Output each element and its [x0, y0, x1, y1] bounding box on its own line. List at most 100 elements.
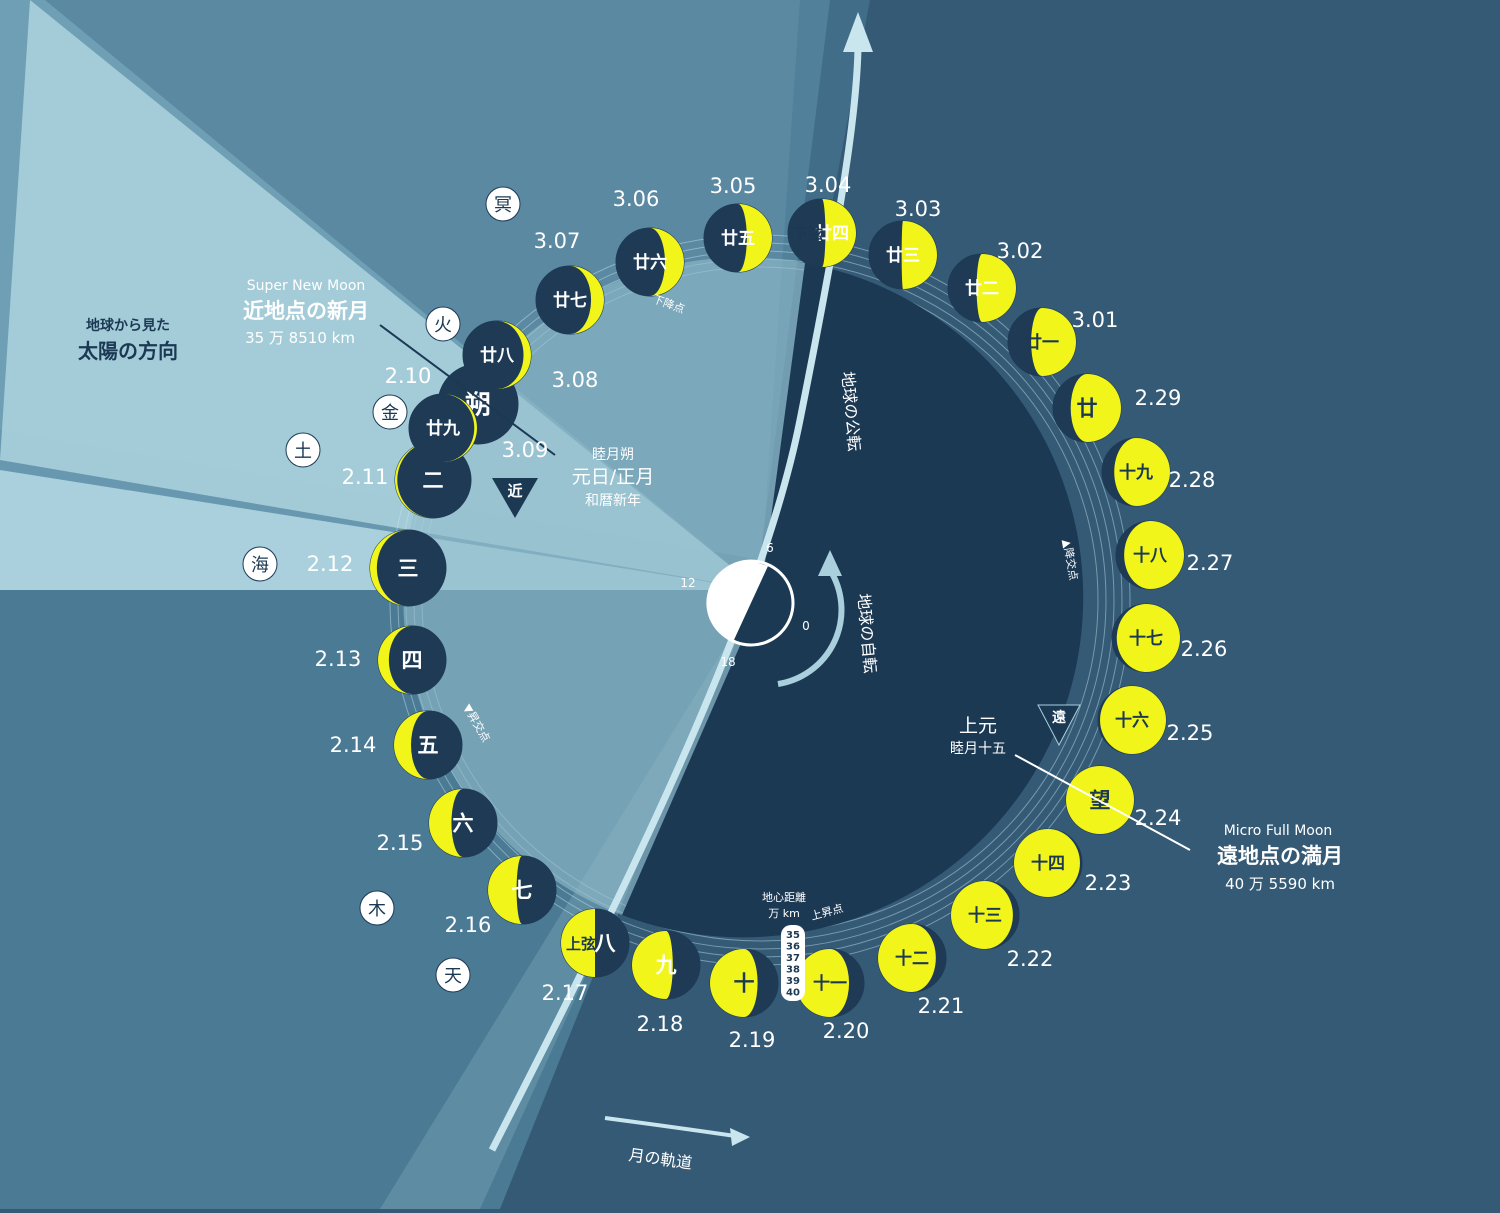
moon-lit — [370, 530, 408, 606]
moon-day-label: 六 — [453, 812, 474, 836]
clock-18: 18 — [720, 655, 735, 669]
moon-date-label: 3.09 — [502, 438, 549, 462]
moon-3.06: 廿六 — [615, 227, 685, 297]
micro-full-moon-en: Micro Full Moon — [1224, 823, 1333, 839]
moon-date-label: 2.18 — [637, 1012, 684, 1036]
planet-木: 木 — [359, 890, 395, 926]
geo-distance-scale — [781, 925, 805, 1001]
moon-date-label: 3.03 — [895, 197, 942, 221]
geo-distance-value: 40 — [786, 988, 800, 999]
planet-badge — [372, 394, 408, 430]
moon-3.03: 廿三 — [868, 220, 938, 290]
moon-lit — [632, 931, 673, 999]
sun-direction-line2: 太陽の方向 — [78, 339, 178, 363]
new-year-line1: 睦月朔 — [592, 447, 634, 463]
new-year-line2: 元日/正月 — [572, 466, 654, 488]
moon-date-label: 2.17 — [542, 981, 589, 1005]
geo-distance-line2: 万 km — [768, 907, 800, 920]
moon-3.02: 廿二 — [947, 253, 1017, 323]
moon-2.25: 十六 — [1097, 685, 1167, 755]
moon-2.26: 十七 — [1111, 603, 1181, 673]
moon-date-label: 2.21 — [918, 994, 965, 1018]
moon-2.16: 七 — [487, 855, 557, 925]
moon-date-label: 2.23 — [1085, 871, 1132, 895]
moon-2.12: 三 — [369, 529, 447, 607]
earth-day-side — [706, 560, 768, 642]
labels: 地球から見た 太陽の方向 Super New Moon 近地点の新月 35 万 … — [78, 278, 1343, 1173]
apogee-marker-label: 遠 — [1052, 709, 1066, 726]
moon-quarter-label: 下弦 — [793, 225, 823, 243]
moon-day-label: 二 — [423, 469, 444, 493]
moon-day-label: 廿 — [1077, 397, 1098, 421]
planet-土: 土 — [285, 432, 321, 468]
moon-day-label: 十七 — [1129, 628, 1163, 649]
moon-lit — [738, 204, 772, 272]
moon-date-label: 3.02 — [997, 239, 1044, 263]
moon-day-label: 廿九 — [426, 418, 460, 439]
moon-day-label: 廿一 — [1025, 332, 1059, 353]
moon-day-label: 十六 — [1115, 710, 1149, 731]
moon-phases: 朔二三四五六七八上弦九十十一十二十三十四望十六十七十八十九廿廿一廿二廿三廿四下弦… — [369, 198, 1185, 1018]
moon-2.15: 六 — [428, 788, 498, 858]
moon-2.17: 八上弦 — [560, 908, 630, 978]
planet-海: 海 — [242, 546, 278, 582]
moon-day-label: 十一 — [813, 973, 847, 994]
moon-date-label: 3.08 — [552, 368, 599, 392]
moon-date-label: 2.19 — [729, 1028, 776, 1052]
geo-distance-value: 39 — [786, 976, 800, 987]
planet-label: 冥 — [494, 195, 512, 216]
clock-0: 0 — [802, 619, 810, 633]
moon-lit — [878, 924, 936, 992]
moon-3.09: 廿九 — [408, 393, 478, 463]
micro-full-moon-title: 遠地点の満月 — [1217, 844, 1343, 868]
moon-day-label: 廿六 — [633, 252, 667, 273]
moon-quarter-label: 上弦 — [566, 935, 596, 953]
geo-distance-value: 36 — [786, 942, 800, 953]
geo-distance-value: 35 — [786, 930, 800, 941]
planet-天: 天 — [435, 957, 471, 993]
moon-day-label: 十三 — [968, 905, 1002, 926]
planet-badge — [359, 890, 395, 926]
moon-day-label: 十 — [734, 972, 755, 996]
moon-day-label: 廿二 — [965, 278, 999, 299]
moon-day-label: 五 — [418, 734, 439, 758]
planet-label: 土 — [294, 441, 312, 462]
moon-lit — [497, 321, 531, 389]
moon-lit — [796, 949, 850, 1017]
geo-distance-value: 37 — [786, 953, 800, 964]
moon-orbit-arrow — [604, 1116, 736, 1138]
micro-full-moon-distance: 40 万 5590 km — [1225, 875, 1335, 893]
moon-date-label: 2.16 — [445, 913, 492, 937]
moon-lit — [901, 221, 937, 289]
planet-label: 火 — [434, 315, 452, 336]
moon-lit — [822, 199, 856, 267]
moon-date-label: 3.06 — [613, 187, 660, 211]
moon-orbit-arrowhead — [730, 1128, 750, 1146]
sun-direction-line1: 地球から見た — [86, 317, 170, 334]
moon-lit — [951, 881, 1013, 949]
moon-date-label: 3.07 — [534, 229, 581, 253]
moon-2.21: 十二 — [877, 923, 947, 993]
moon-day-label: 七 — [512, 879, 533, 903]
moon-date-label: 2.14 — [330, 733, 377, 757]
micro-full-moon-leader — [1014, 754, 1191, 851]
moon-3.08: 廿八 — [462, 320, 532, 390]
moon-2.28: 十九 — [1101, 437, 1171, 507]
moon-date-label: 2.29 — [1135, 386, 1182, 410]
planet-冥: 冥 — [485, 186, 521, 222]
geo-distance-value: 38 — [786, 965, 800, 976]
planet-金: 金 — [372, 394, 408, 430]
moon-2.29: 廿 — [1052, 373, 1122, 443]
new-year-line3: 和暦新年 — [585, 493, 641, 509]
moon-lit — [561, 909, 595, 977]
moon-day-label: 三 — [398, 557, 419, 581]
jogen-line2: 睦月十五 — [950, 741, 1006, 757]
moon-date-label: 2.13 — [315, 647, 362, 671]
moon-date-label: 3.05 — [710, 174, 757, 198]
geo-distance-line1: 地心距離 — [762, 890, 806, 904]
moon-day-label: 十八 — [1133, 545, 1168, 566]
